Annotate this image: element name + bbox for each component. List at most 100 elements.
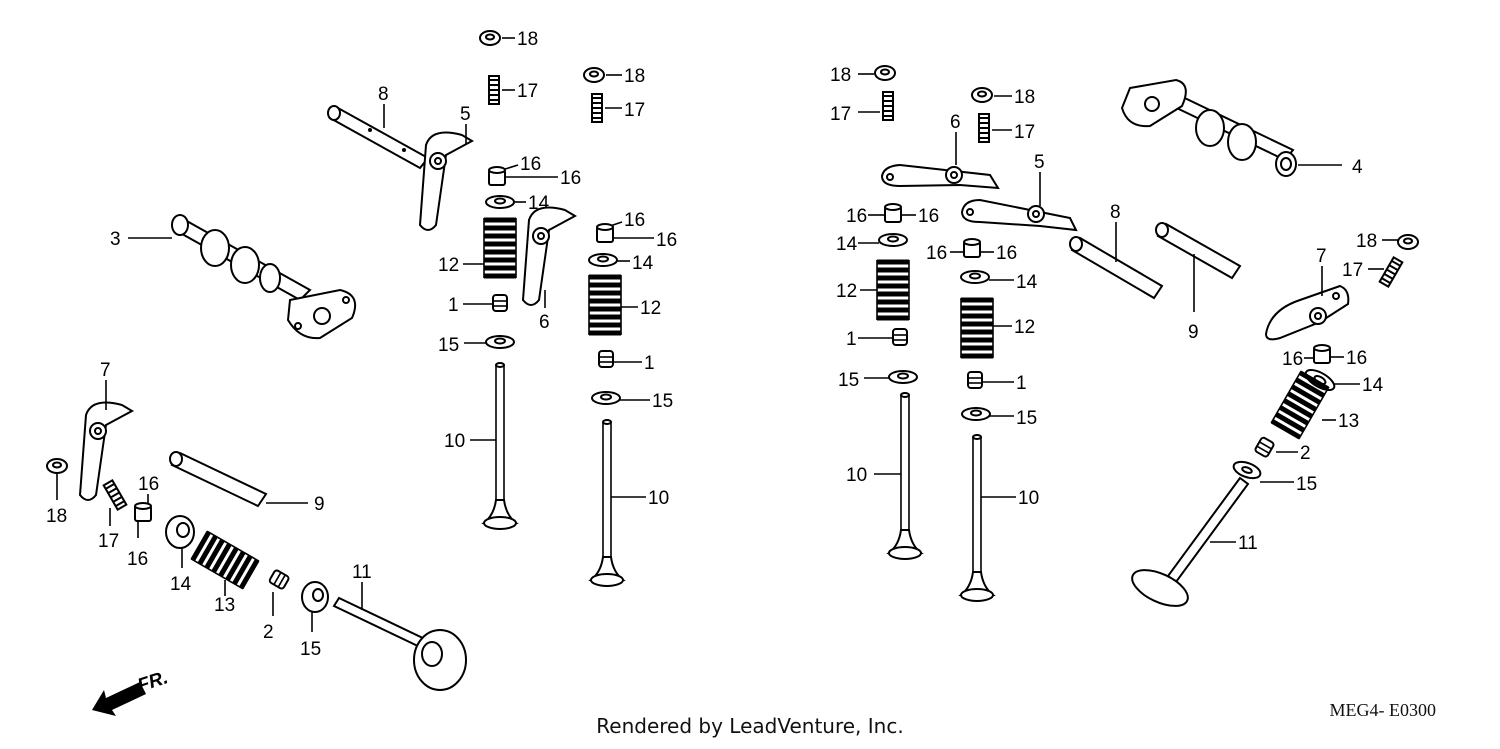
part-15-seat[interactable] xyxy=(301,581,329,613)
callout-17: 17 xyxy=(624,100,645,121)
part-5-rocker-arm[interactable] xyxy=(419,131,473,231)
part-9-rocker-shaft[interactable] xyxy=(169,451,268,508)
part-3-camshaft[interactable] xyxy=(171,214,356,340)
callout-4: 4 xyxy=(1352,157,1363,178)
callout-15: 15 xyxy=(1016,408,1037,429)
part-16-cap[interactable] xyxy=(488,166,506,186)
callout-16: 16 xyxy=(918,206,939,227)
part-16-cap[interactable] xyxy=(1313,344,1331,364)
callout-5: 5 xyxy=(1034,152,1045,173)
part-17-screw[interactable] xyxy=(591,93,603,123)
callout-16: 16 xyxy=(846,206,867,227)
part-15-seat[interactable] xyxy=(1231,459,1262,482)
callout-1: 1 xyxy=(644,353,655,374)
part-12-spring[interactable] xyxy=(589,275,621,335)
callout-16: 16 xyxy=(560,168,581,189)
callout-12: 12 xyxy=(438,255,459,276)
callout-16: 16 xyxy=(624,210,645,231)
part-9-rocker-shaft[interactable] xyxy=(1155,222,1242,280)
callout-10: 10 xyxy=(1018,488,1039,509)
part-12-spring[interactable] xyxy=(484,218,516,278)
callout-15: 15 xyxy=(438,335,459,356)
part-1-seal[interactable] xyxy=(598,350,614,368)
part-18-nut[interactable] xyxy=(1397,234,1419,250)
part-17-screw[interactable] xyxy=(1378,256,1404,288)
callout-15: 15 xyxy=(838,370,859,391)
part-17-screw[interactable] xyxy=(882,91,894,121)
part-4-camshaft[interactable] xyxy=(1120,78,1297,177)
part-16-cap[interactable] xyxy=(884,203,902,223)
part-1-seal[interactable] xyxy=(492,294,508,312)
part-6-rocker-arm[interactable] xyxy=(522,206,576,306)
part-18-nut[interactable] xyxy=(46,458,68,474)
left-assembly: 18 17 18 17 8 5 16 16 14 12 xyxy=(46,29,677,716)
part-14-retainer[interactable] xyxy=(588,253,618,267)
part-6-rocker-arm[interactable] xyxy=(880,163,1000,190)
callout-16: 16 xyxy=(1346,348,1367,369)
part-14-retainer[interactable] xyxy=(1303,366,1338,394)
part-7-rocker-arm[interactable] xyxy=(1264,284,1350,341)
callout-16: 16 xyxy=(1282,349,1303,370)
part-14-retainer[interactable] xyxy=(485,195,515,209)
callout-14: 14 xyxy=(632,253,654,274)
part-17-screw[interactable] xyxy=(102,479,128,511)
part-11-valve[interactable] xyxy=(332,596,467,691)
part-15-seat[interactable] xyxy=(888,370,918,384)
part-16-cap[interactable] xyxy=(963,238,981,258)
callout-11: 11 xyxy=(1238,533,1258,554)
part-10-valve[interactable] xyxy=(483,362,517,530)
part-15-seat[interactable] xyxy=(591,391,621,405)
part-5-rocker-arm[interactable] xyxy=(960,198,1078,232)
part-1-seal[interactable] xyxy=(967,371,983,389)
callout-16: 16 xyxy=(656,230,677,251)
callout-11: 11 xyxy=(352,562,372,583)
part-11-valve[interactable] xyxy=(1127,476,1250,613)
diagram-code: MEG4- E0300 xyxy=(1329,700,1437,720)
callout-17: 17 xyxy=(98,531,119,552)
callout-1: 1 xyxy=(846,329,857,350)
callout-1: 1 xyxy=(448,295,459,316)
part-18-nut[interactable] xyxy=(971,87,993,103)
part-8-rocker-shaft[interactable] xyxy=(1069,236,1164,300)
callout-17: 17 xyxy=(517,81,538,102)
callout-2: 2 xyxy=(1300,443,1311,464)
part-10-valve[interactable] xyxy=(590,419,624,587)
part-16-cap[interactable] xyxy=(596,223,614,243)
part-10-valve[interactable] xyxy=(960,434,994,602)
part-8-rocker-shaft[interactable] xyxy=(327,105,430,170)
front-arrow-icon xyxy=(92,682,146,716)
part-12-spring[interactable] xyxy=(961,298,993,358)
callout-6: 6 xyxy=(539,312,550,333)
part-14-retainer[interactable] xyxy=(960,270,990,284)
part-2-seal[interactable] xyxy=(1253,435,1276,459)
callout-10: 10 xyxy=(846,465,867,486)
callout-18: 18 xyxy=(830,65,851,86)
part-15-seat[interactable] xyxy=(485,335,515,349)
callout-14: 14 xyxy=(1362,375,1384,396)
callout-17: 17 xyxy=(1014,122,1035,143)
part-16-cap[interactable] xyxy=(134,502,152,522)
callout-15: 15 xyxy=(1296,474,1317,495)
callout-12: 12 xyxy=(836,281,857,302)
part-15-seat[interactable] xyxy=(961,407,991,421)
part-17-screw[interactable] xyxy=(978,113,990,143)
callout-18: 18 xyxy=(46,506,67,527)
callout-7: 7 xyxy=(1316,246,1327,267)
callout-13: 13 xyxy=(214,595,235,616)
part-1-seal[interactable] xyxy=(892,328,908,346)
part-18-nut[interactable] xyxy=(583,67,605,83)
part-2-seal[interactable] xyxy=(267,568,291,591)
callout-12: 12 xyxy=(640,298,661,319)
callout-2: 2 xyxy=(263,622,274,643)
callout-18: 18 xyxy=(1014,87,1035,108)
part-17-screw[interactable] xyxy=(488,75,500,105)
callout-15: 15 xyxy=(300,639,321,660)
part-10-valve[interactable] xyxy=(888,392,922,560)
part-14-retainer[interactable] xyxy=(165,515,195,549)
part-18-nut[interactable] xyxy=(479,30,501,46)
callout-15: 15 xyxy=(652,391,673,412)
part-14-retainer[interactable] xyxy=(878,233,908,247)
part-12-spring[interactable] xyxy=(877,260,909,320)
part-18-nut[interactable] xyxy=(874,65,896,81)
